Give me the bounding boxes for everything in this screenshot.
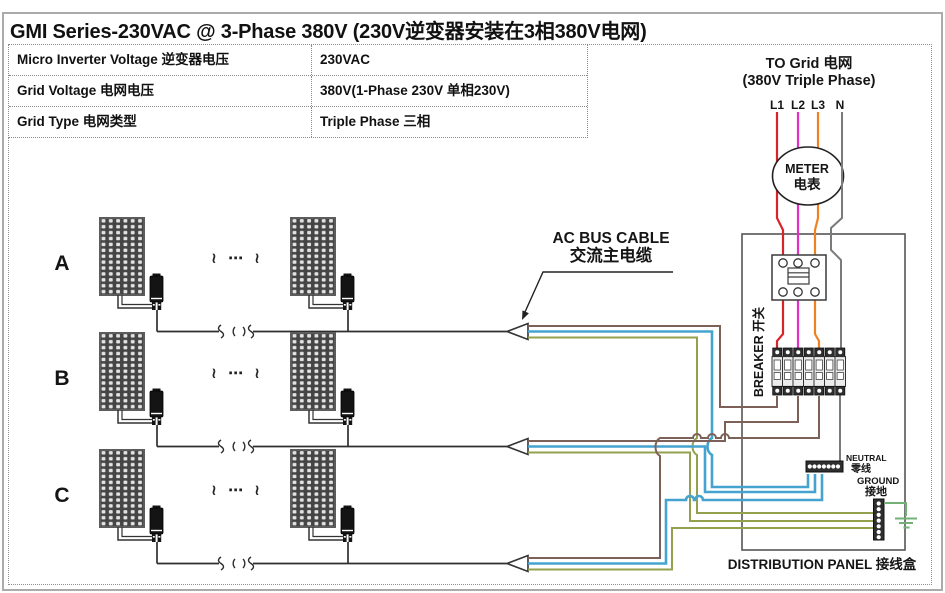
breaker-unit xyxy=(803,347,815,396)
live-wire-a xyxy=(528,325,778,408)
grid-feed: TO Grid 电网 (380V Triple Phase) L1 L2 L3 … xyxy=(743,54,876,349)
spec-value: 230VAC xyxy=(320,52,371,67)
callout-arrowhead xyxy=(522,310,529,320)
neutral-bar-label-en: NEUTRAL xyxy=(846,453,887,463)
spec-row-grid-type: Grid Type 电网类型 Triple Phase 三相 xyxy=(9,107,587,137)
spec-value: 380V(1-Phase 230V 单相230V) xyxy=(320,83,510,98)
breaker-unit xyxy=(813,347,825,396)
breaker-unit xyxy=(834,347,846,396)
neutral-wire-c xyxy=(528,474,824,565)
phase-label-l3: L3 xyxy=(811,98,825,112)
solar-panel-with-microinverter xyxy=(99,332,164,448)
spec-label: Grid Voltage 电网电压 xyxy=(9,76,312,106)
breaker-unit xyxy=(771,347,783,396)
neutral-bar-label-cn: 零线 xyxy=(850,462,871,475)
solar-panel-with-microinverter xyxy=(290,332,355,448)
spec-table: Micro Inverter Voltage 逆变器电压 230VAC Grid… xyxy=(8,44,588,138)
bus-cable-end-connector xyxy=(504,437,529,456)
branch-label-c: C xyxy=(54,484,69,507)
pv-branch-c: C ≀ ⋯ ≀ xyxy=(54,396,874,573)
solar-panel-with-microinverter xyxy=(99,217,164,333)
branch-label-b: B xyxy=(54,367,69,390)
branch-label-a: A xyxy=(54,252,69,275)
ac-bus-cable-callout: AC BUS CABLE 交流主电缆 xyxy=(522,230,673,320)
pv-branch-a: A ≀ ⋯ ≀ xyxy=(54,217,874,514)
ground-bar: GROUND 接地 xyxy=(857,476,899,541)
solar-panel-with-microinverter xyxy=(290,449,355,565)
earth-symbol xyxy=(884,502,917,529)
page-title: GMI Series-230VAC @ 3-Phase 380V (230V逆变… xyxy=(10,21,647,43)
pv-branch-b: B ≀ ⋯ ≀ xyxy=(54,332,874,522)
wire-neutral xyxy=(830,112,843,349)
ground-bar-label-en: GROUND xyxy=(857,476,899,487)
spec-label: Grid Type 电网类型 xyxy=(9,107,312,137)
panels-continuation-marker: ≀ ⋯ ≀ xyxy=(211,481,263,499)
spec-label: Micro Inverter Voltage 逆变器电压 xyxy=(9,45,312,75)
panels-continuation-marker: ≀ ⋯ ≀ xyxy=(211,364,263,382)
panels-continuation-marker: ≀ ⋯ ≀ xyxy=(211,249,263,267)
distribution-panel-label: DISTRIBUTION PANEL 接线盒 xyxy=(728,556,917,572)
breaker-unit xyxy=(782,347,794,396)
live-wire-b xyxy=(528,396,799,442)
meter: METER 电表 xyxy=(771,146,845,206)
neutral-wire-b xyxy=(528,445,817,494)
phase-label-l2: L2 xyxy=(791,98,805,112)
bus-break-symbol xyxy=(217,324,255,339)
bus-break-symbol xyxy=(217,556,255,571)
breaker-unit xyxy=(824,347,836,396)
breaker-label: BREAKER 开关 xyxy=(751,306,766,397)
spec-value: Triple Phase 三相 xyxy=(320,114,431,129)
outer-frame xyxy=(2,12,943,591)
ground-wire-c xyxy=(528,527,874,571)
breaker-unit xyxy=(792,347,804,396)
neutral-bar: NEUTRAL 零线 xyxy=(805,453,887,475)
bus-cable-end-connector xyxy=(504,554,529,573)
spec-row-inverter-voltage: Micro Inverter Voltage 逆变器电压 230VAC xyxy=(9,45,587,76)
neutral-wire-a xyxy=(528,330,810,489)
distribution-panel-box xyxy=(741,233,906,551)
meter-circle xyxy=(771,146,845,206)
bus-cable-end-connector xyxy=(504,322,529,341)
to-grid-heading: TO Grid 电网 xyxy=(766,54,853,72)
ac-bus-cable-label-en: AC BUS CABLE xyxy=(552,230,669,247)
meter-label-en: METER xyxy=(785,162,829,176)
phase-label-n: N xyxy=(836,98,845,112)
to-grid-subheading: (380V Triple Phase) xyxy=(743,73,876,89)
spec-row-grid-voltage: Grid Voltage 电网电压 380V(1-Phase 230V 单相23… xyxy=(9,76,587,107)
ground-wire-b xyxy=(528,451,874,522)
ac-bus-cable-label-cn: 交流主电缆 xyxy=(570,245,653,265)
wire-l1-to-breaker xyxy=(775,297,785,349)
breaker-row xyxy=(771,347,846,396)
wire-l3-to-breaker xyxy=(813,297,821,349)
ground-bar-label-cn: 接地 xyxy=(865,484,887,498)
phase-label-l1: L1 xyxy=(770,98,784,112)
solar-panel-with-microinverter xyxy=(99,449,164,565)
solar-panel-with-microinverter xyxy=(290,217,355,333)
main-contactor xyxy=(771,254,827,301)
bus-break-symbol xyxy=(217,439,255,454)
live-wire-c xyxy=(528,396,820,559)
meter-label-cn: 电表 xyxy=(794,176,822,192)
callout-leader-line xyxy=(524,271,673,313)
